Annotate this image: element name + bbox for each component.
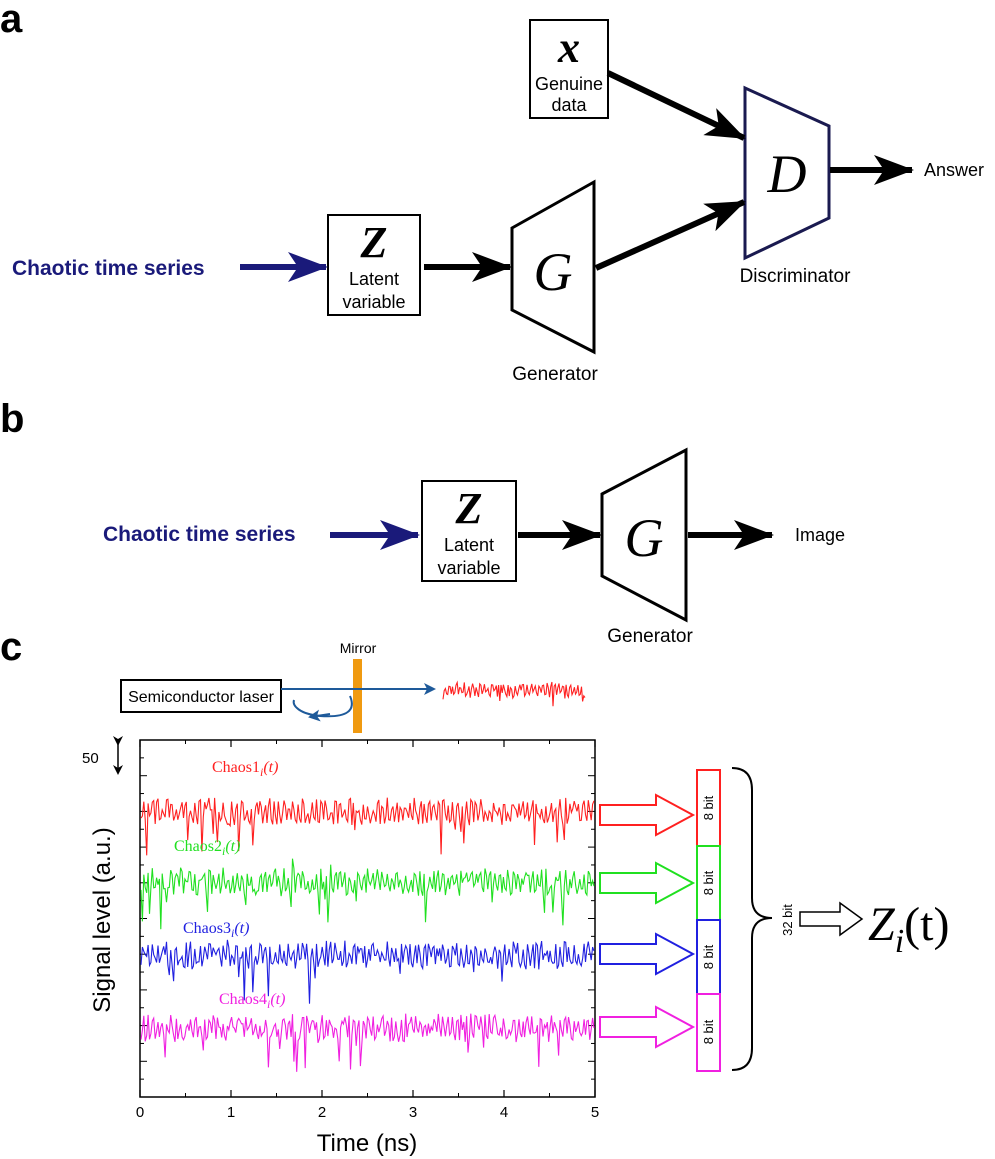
bit-arrow-3 <box>599 932 696 976</box>
genuine-data-box <box>529 19 609 119</box>
laser-box <box>120 679 282 713</box>
bit-arrow-2 <box>599 861 696 905</box>
discriminator-label: Discriminator <box>740 266 852 287</box>
genuine-symbol: x <box>557 23 580 72</box>
curly-brace <box>731 767 773 1071</box>
generator-label-b: Generator <box>607 626 693 647</box>
series-label-chaos4: Chaos4i(t) <box>219 991 285 1011</box>
x-tick-label: 4 <box>500 1104 508 1121</box>
panel-letter-a: a <box>0 0 23 41</box>
panel-letter-c: c <box>0 625 22 669</box>
mirror-label: Mirror <box>340 640 377 656</box>
genuine-line1: Genuine <box>535 74 603 94</box>
beam-feedback <box>292 695 353 718</box>
bit-box-4 <box>696 993 721 1072</box>
latent-symbol-b: Z <box>455 484 483 533</box>
series-traces <box>140 797 595 1072</box>
x-tick-label: 3 <box>409 1104 417 1121</box>
series-trace-chaos4 <box>140 1013 595 1072</box>
laser-label: Semiconductor laser <box>128 689 275 706</box>
output-label-b: Image <box>795 525 845 545</box>
result-arrow <box>799 901 864 937</box>
series-trace-chaos3 <box>140 939 595 1004</box>
total-bits-label: 32 bit <box>780 904 795 936</box>
x-ticks: 0 1 2 3 4 5 <box>136 740 599 1121</box>
bit-arrow-4 <box>599 1005 696 1049</box>
x-tick-label: 0 <box>136 1104 144 1121</box>
bit-label-1: 8 bit <box>701 795 716 820</box>
generator-symbol-a: G <box>534 242 573 302</box>
y-axis-title: Signal level (a.u.) <box>89 827 116 1012</box>
series-label-chaos2: Chaos2i(t) <box>174 838 240 858</box>
series-trace-chaos1 <box>140 797 595 856</box>
bit-arrow-1 <box>599 793 696 837</box>
input-label-b: Chaotic time series <box>103 523 296 546</box>
laser-output-trace-line <box>442 680 586 707</box>
latent-line1-a: Latent <box>349 269 399 289</box>
latent-box-a <box>327 214 421 316</box>
generator-label-a: Generator <box>512 364 598 385</box>
latent-symbol-a: Z <box>360 218 388 267</box>
x-tick-label: 2 <box>318 1104 326 1121</box>
genuine-line2: data <box>551 95 587 115</box>
series-label-chaos3: Chaos3i(t) <box>183 920 249 940</box>
output-label-a: Answer <box>924 160 984 180</box>
x-tick-label: 1 <box>227 1104 235 1121</box>
panel-letter-b: b <box>0 397 24 441</box>
mirror <box>353 659 362 733</box>
input-label-a: Chaotic time series <box>12 257 205 280</box>
discriminator-symbol: D <box>767 144 807 204</box>
plot-frame <box>139 739 596 1098</box>
x-tick-label: 5 <box>591 1104 599 1121</box>
genuine-to-discriminator-arrow <box>606 70 746 141</box>
latent-line2-b: variable <box>437 558 500 578</box>
latent-box-b <box>421 480 517 582</box>
generator-block-a <box>510 179 596 355</box>
bit-label-3: 8 bit <box>701 944 716 969</box>
bit-label-2: 8 bit <box>701 870 716 895</box>
latent-line2-a: variable <box>342 292 405 312</box>
generator-to-discriminator-arrow <box>594 199 746 271</box>
result-expression: Zi(t) <box>868 898 949 960</box>
bit-label-4: 8 bit <box>701 1019 716 1044</box>
generator-block-b <box>600 447 688 623</box>
laser-output-trace <box>442 680 586 707</box>
generator-symbol-b: G <box>625 508 664 568</box>
latent-line1-b: Latent <box>444 535 494 555</box>
scale-label: 50 <box>82 750 99 767</box>
series-label-chaos1: Chaos1i(t) <box>212 759 278 779</box>
x-axis-title: Time (ns) <box>317 1130 417 1157</box>
beam-feedback-arrow <box>308 709 331 722</box>
series-trace-chaos2 <box>140 858 595 930</box>
